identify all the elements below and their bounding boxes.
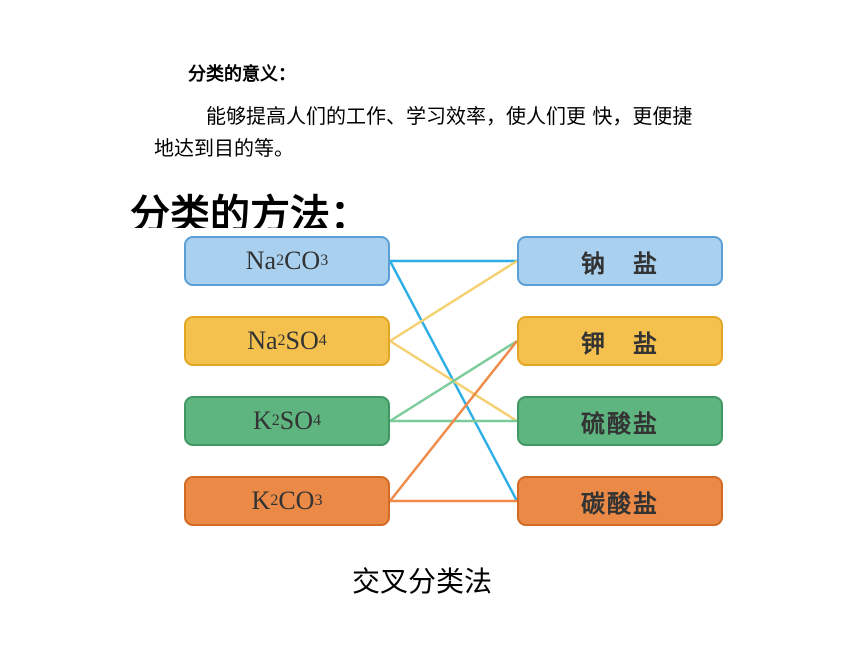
formula-subscript: 2 xyxy=(277,332,286,349)
formula-subscript: 4 xyxy=(313,412,322,429)
category-box: 钾 盐 xyxy=(517,316,723,366)
paragraph-line-1: 能够提高人们的工作、学习效率，使人们更 快，更便捷 xyxy=(206,104,693,128)
connector-line xyxy=(389,340,518,502)
formula-element: Na xyxy=(245,246,277,275)
formula-subscript: 4 xyxy=(318,332,327,349)
category-box: 碳酸盐 xyxy=(517,476,723,526)
formula-element: Na xyxy=(247,326,278,355)
formula-element: SO xyxy=(285,326,319,355)
method-title: 分类的方法： xyxy=(130,192,370,228)
formula-element: K xyxy=(252,406,272,435)
connector-line xyxy=(389,259,518,343)
formula-subscript: 2 xyxy=(276,252,285,269)
connector-line xyxy=(389,339,518,423)
category-box: 硫酸盐 xyxy=(517,396,723,446)
formula-element: SO xyxy=(279,406,314,435)
category-box: 钠 盐 xyxy=(517,236,723,286)
formula-subscript: 3 xyxy=(320,252,329,269)
formula-element: CO xyxy=(284,246,321,275)
formula-element: CO xyxy=(278,486,315,515)
formula-element: K xyxy=(251,486,271,515)
formula-subscript: 3 xyxy=(314,492,323,509)
paragraph-line-2: 地达到目的等。 xyxy=(154,136,294,160)
meaning-heading: 分类的意义： xyxy=(188,64,296,85)
formula-subscript: 2 xyxy=(271,412,280,429)
formula-subscript: 2 xyxy=(270,492,279,509)
meaning-paragraph: 能够提高人们的工作、学习效率，使人们更 快，更便捷 地达到目的等。 xyxy=(154,100,848,164)
diagram-caption: 交叉分类法 xyxy=(352,565,493,598)
method-title-clip: 分类的方法： xyxy=(130,178,430,228)
